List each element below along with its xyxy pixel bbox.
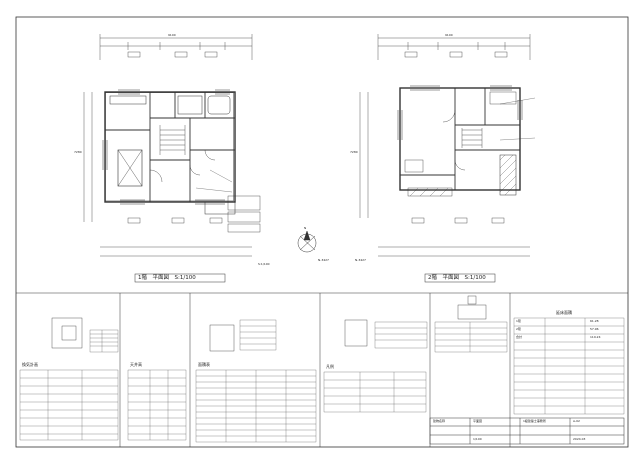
- floor1-plan: [83, 34, 261, 257]
- floor2-width-dimension: 9100: [445, 33, 453, 37]
- floor2-note: N-3427: [355, 258, 366, 262]
- title-block-date: 2024.03: [573, 437, 586, 441]
- floor2-depth-dimension: 7280: [350, 150, 358, 154]
- area-summary-title: 延床面積: [556, 310, 572, 315]
- floor2-plan: [359, 34, 536, 257]
- floor2-plan-title: 2階 平面図 S:1/100: [428, 275, 486, 281]
- north-arrow-icon: [297, 230, 317, 253]
- key-plans: [51, 295, 487, 352]
- left-table-title: 換気計画: [22, 362, 38, 367]
- north-arrow-label: N: [304, 226, 307, 230]
- title-block-project-label: 建物名称: [433, 419, 446, 423]
- floor1-width-dimension: 9100: [168, 33, 176, 37]
- title-block-scale: 1/100: [473, 437, 482, 441]
- scale-note: S:1/100: [258, 262, 270, 266]
- floor1-note: N-3427: [318, 258, 329, 262]
- floor1-depth-dimension: 7280: [74, 150, 82, 154]
- area-row-value: 119.24: [590, 335, 601, 339]
- title-block-drawing: 平面図: [473, 419, 483, 423]
- area-row-label: 1階: [516, 319, 521, 323]
- area-row-label: 2階: [516, 327, 521, 331]
- calc-table-title: 面積表: [198, 362, 210, 367]
- title-block-sheet-no: A-02: [573, 419, 580, 423]
- title-block-company: 1級建築士事務所: [523, 419, 546, 423]
- area-row-value: 61.28: [590, 319, 599, 323]
- legend-table-title: 凡例: [326, 364, 334, 369]
- floor1-plan-title: 1階 平面図 S:1/100: [138, 275, 196, 281]
- area-row-value: 57.96: [590, 327, 599, 331]
- area-row-label: 合計: [516, 335, 523, 339]
- mid-table-title: 天井高: [130, 362, 142, 367]
